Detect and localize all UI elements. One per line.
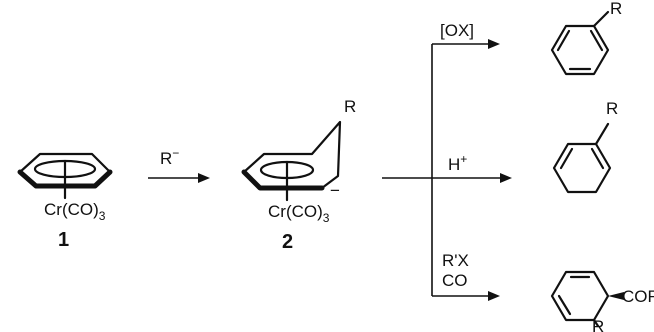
product-1-structure: R <box>550 0 622 76</box>
branch-2-reagent: H+ <box>448 152 467 174</box>
compound-1-number: 1 <box>58 229 69 251</box>
compound-1-structure: Cr(CO)3 1 <box>17 152 113 251</box>
compound-1-ligand: Cr(CO)3 <box>44 200 106 223</box>
branch-arrows <box>382 39 512 301</box>
product-3-substituent-r: R <box>592 317 604 332</box>
branch-3-reagent-line-2: CO <box>442 271 468 290</box>
compound-2-substituent: R <box>344 97 356 116</box>
branch-3-reagent-line-1: R'X <box>442 251 469 270</box>
compound-2-charge: − <box>330 181 340 200</box>
step-1-reagent: R− <box>160 146 179 168</box>
product-2-structure: R <box>552 99 618 194</box>
product-3-substituent-acyl: COR' <box>622 287 654 306</box>
compound-2-number: 2 <box>282 231 293 253</box>
product-1-substituent: R <box>610 0 622 18</box>
reaction-arrow-1: R− <box>148 146 210 183</box>
product-3-structure: COR' R <box>550 270 654 332</box>
compound-2-structure: R − Cr(CO)3 2 <box>241 97 356 253</box>
compound-2-ring-front-edge <box>241 169 325 191</box>
compound-2-ligand: Cr(CO)3 <box>268 202 330 225</box>
branch-1-reagent: [OX] <box>440 21 474 40</box>
product-2-substituent: R <box>606 99 618 118</box>
